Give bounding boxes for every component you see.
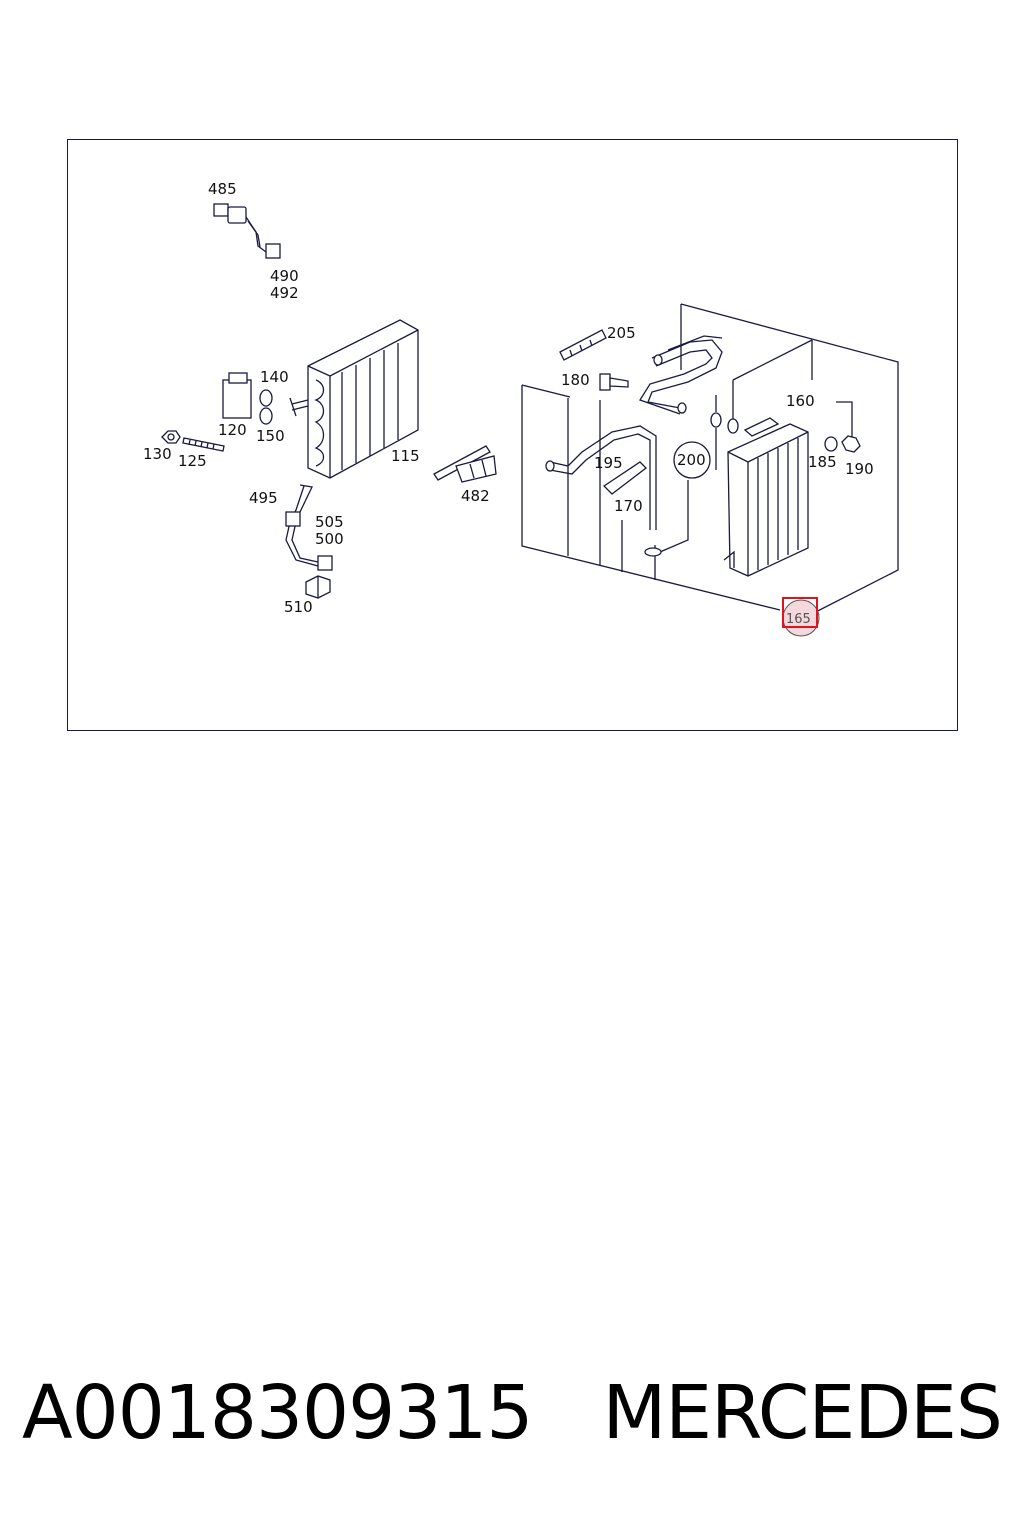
washer-140-part [259, 389, 273, 407]
washer-150-part [259, 407, 273, 425]
bracket-482-part [433, 445, 497, 483]
label-125: 125 [178, 452, 207, 470]
screw-180-part [599, 373, 629, 391]
label-120: 120 [218, 421, 247, 439]
label-140: 140 [260, 368, 289, 386]
bolt-125-part [182, 437, 225, 452]
brand-name: MERCEDES [602, 1370, 1002, 1456]
parts-diagram: 485 490 492 140 120 150 130 125 115 495 … [143, 180, 899, 637]
label-200: 200 [677, 451, 706, 469]
label-195: 195 [594, 454, 623, 472]
nut-130-part [161, 430, 181, 444]
highlight-165[interactable] [782, 597, 820, 637]
label-505: 505 [315, 513, 344, 531]
hose-195-part [545, 425, 662, 557]
bracket-170-part [602, 461, 647, 495]
label-160: 160 [786, 392, 815, 410]
oring-part [710, 412, 722, 428]
assembly-outline [521, 303, 899, 621]
label-115: 115 [391, 447, 420, 465]
label-150: 150 [256, 427, 285, 445]
label-490: 490 [270, 267, 299, 285]
highlight-box [782, 597, 818, 628]
oring-part [727, 418, 739, 434]
label-180: 180 [561, 371, 590, 389]
label-170: 170 [614, 497, 643, 515]
label-510: 510 [284, 598, 313, 616]
circle-200-marker [673, 441, 711, 479]
label-130: 130 [143, 445, 172, 463]
ring-185-part [824, 436, 838, 452]
valve-120-part [222, 372, 252, 419]
label-492: 492 [270, 284, 299, 302]
nut-190-part [841, 435, 861, 453]
sensor-495-part [285, 484, 333, 571]
connector-510-part [305, 575, 331, 599]
label-482: 482 [461, 487, 490, 505]
label-205: 205 [607, 324, 636, 342]
pipe-assembly-part [639, 335, 723, 415]
label-190: 190 [845, 460, 874, 478]
clip-205-part [559, 329, 607, 361]
label-485: 485 [208, 180, 237, 198]
sensor-485-part [213, 203, 281, 259]
label-495: 495 [249, 489, 278, 507]
evaporator-115-part [289, 319, 419, 479]
label-185: 185 [808, 453, 837, 471]
label-165[interactable]: 165 [786, 612, 811, 627]
label-500: 500 [315, 530, 344, 548]
diagram-frame [67, 139, 958, 731]
footer: A0018309315 MERCEDES [22, 1370, 1012, 1456]
heater-core-160-part [723, 417, 809, 577]
part-number: A0018309315 [22, 1370, 533, 1456]
